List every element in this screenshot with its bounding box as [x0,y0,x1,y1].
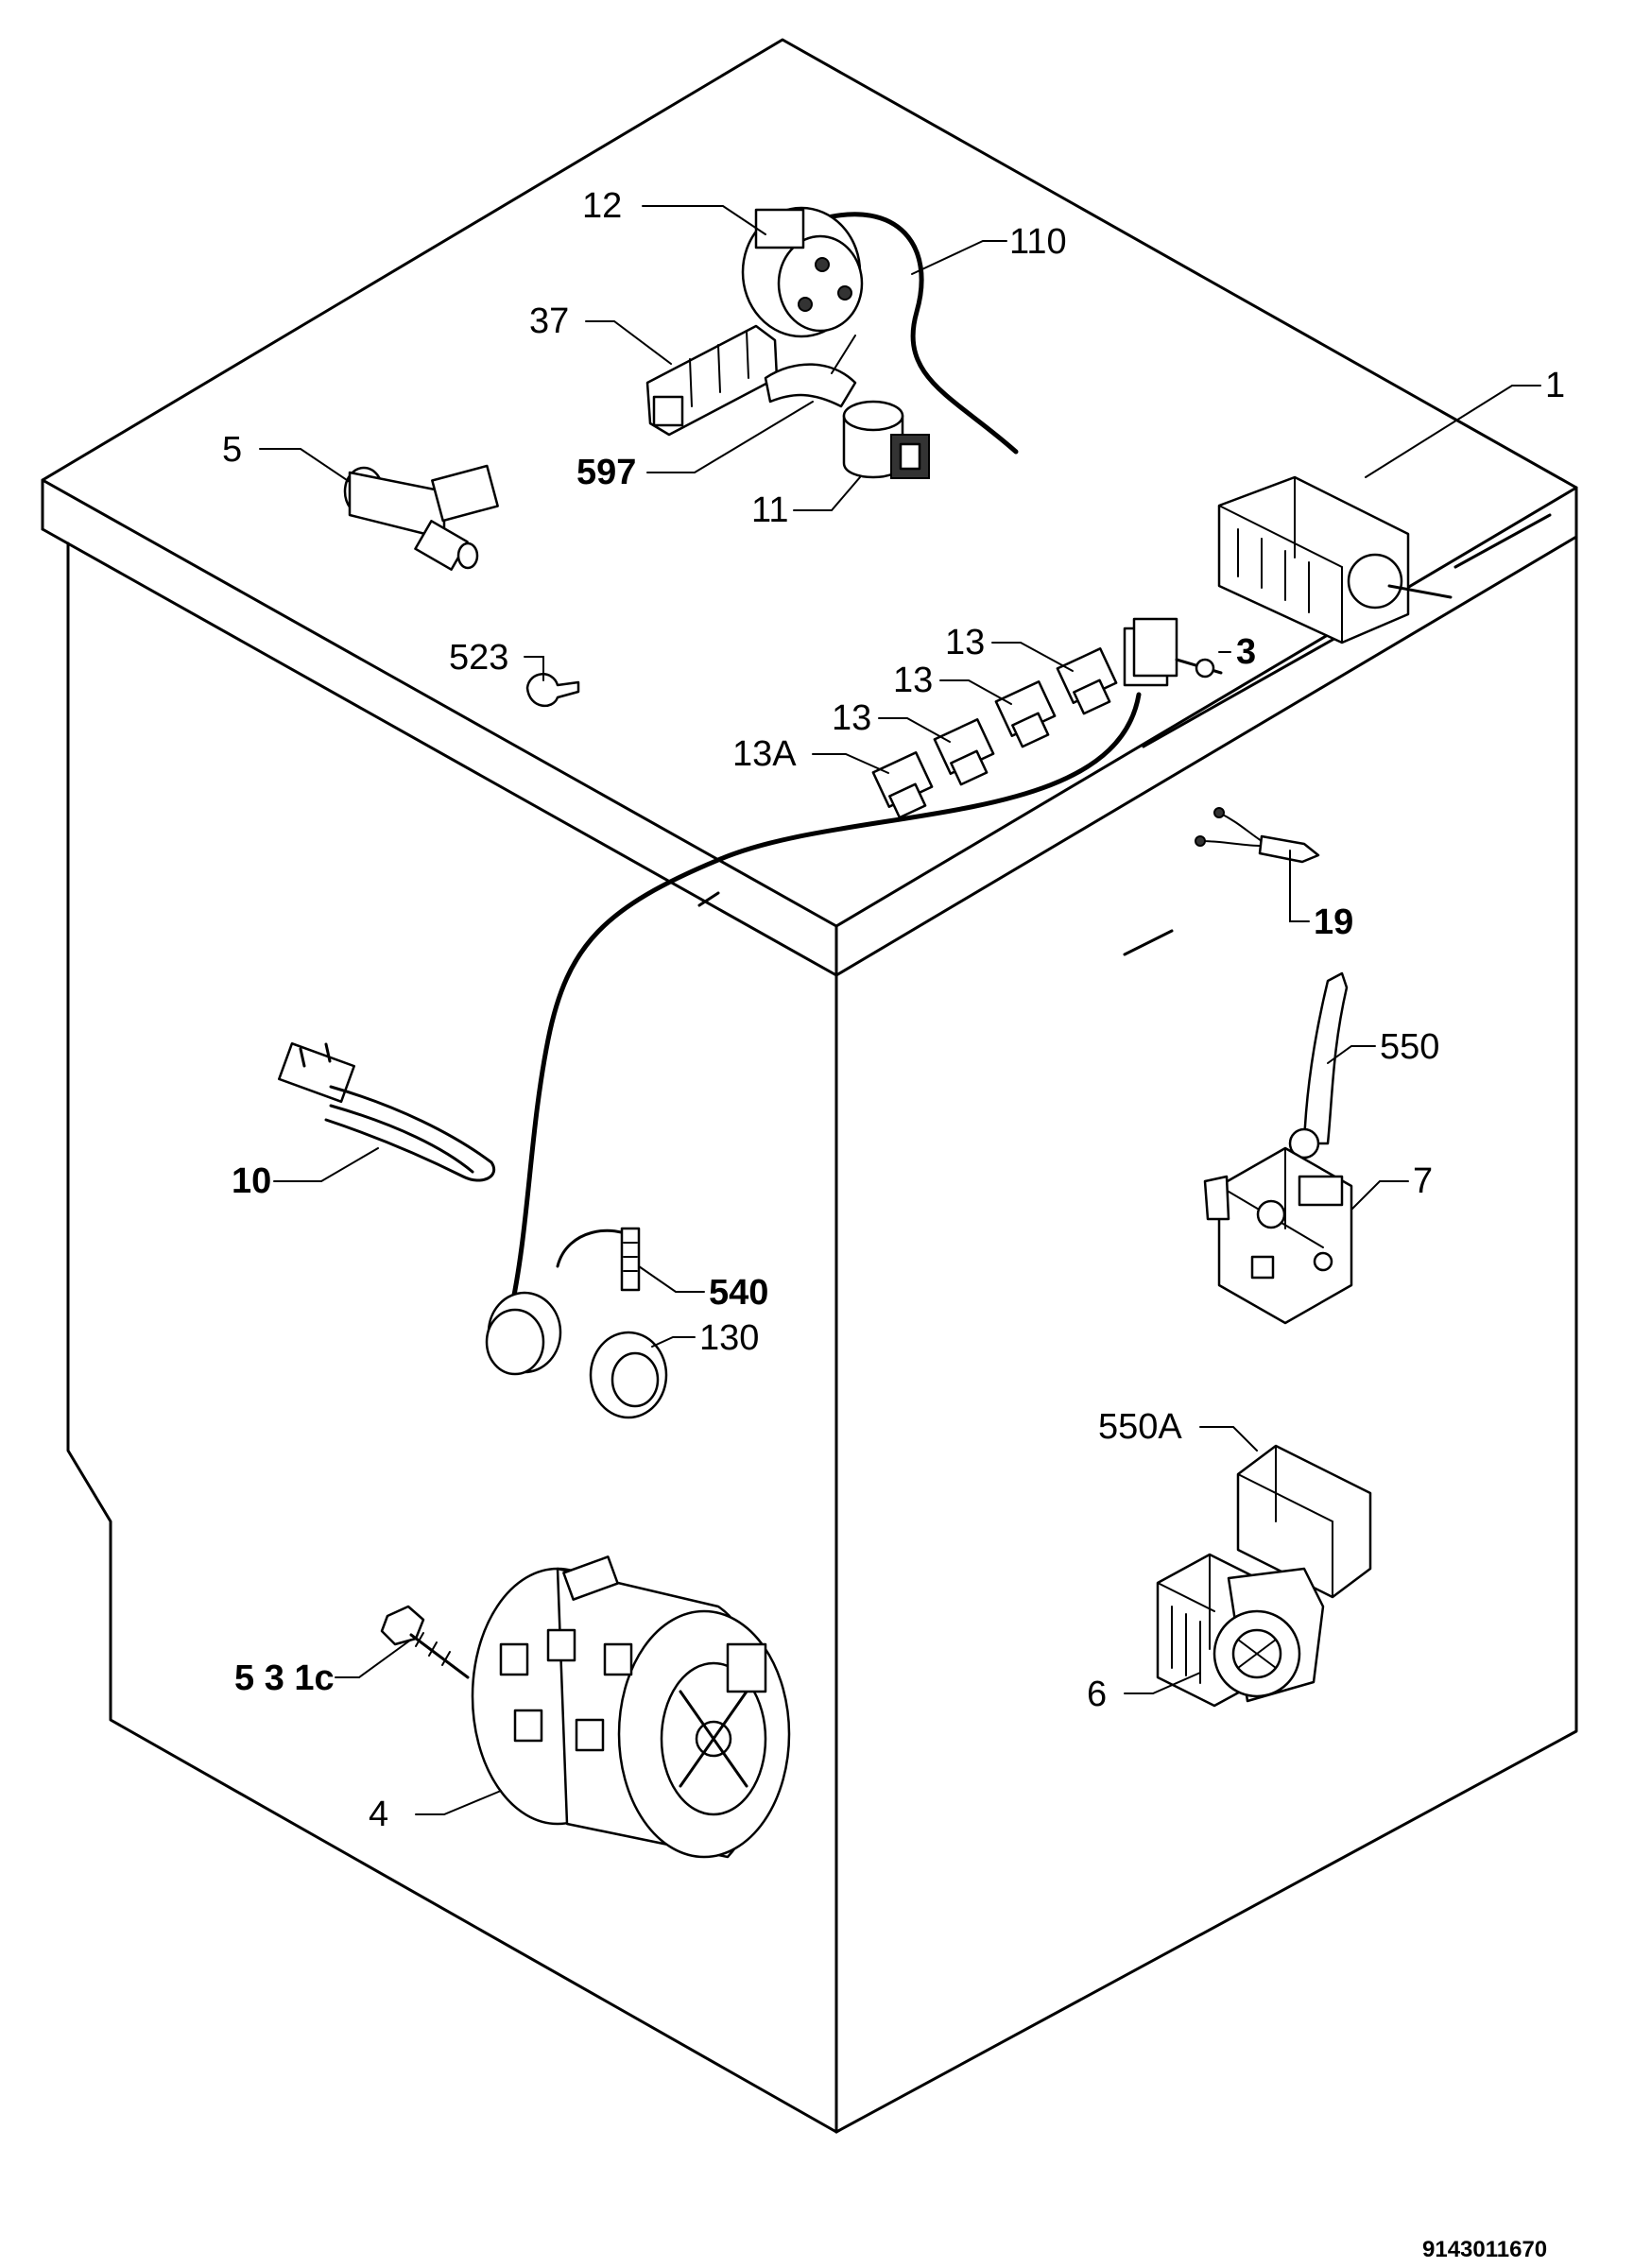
lever-part-550 [1288,971,1349,1160]
label-part-540: 540 [709,1273,768,1313]
label-part-531c: 5 3 1c [234,1658,335,1698]
label-part-4: 4 [369,1795,388,1834]
leader-lines [259,205,1541,1815]
switch-part-3 [1123,617,1223,687]
label-part-6: 6 [1087,1675,1107,1714]
sensor-part-19 [1195,807,1320,864]
grommet-part-130 [589,1331,668,1419]
heating-element-part-10 [278,1041,495,1182]
label-part-7: 7 [1413,1161,1433,1201]
pressure-switch-part-12 [741,206,864,338]
connector-part-13A [871,751,934,819]
label-part-19: 19 [1314,902,1353,942]
drain-pump-part-6 [1156,1553,1325,1708]
label-part-110: 110 [1009,222,1067,262]
motor-part-4 [471,1555,791,1859]
label-part-13-top: 13 [945,623,985,662]
cable-tie-part-540 [556,1227,641,1292]
label-part-523: 523 [449,638,508,678]
clip-part-523 [525,673,580,708]
label-part-13-lower: 13 [832,698,871,738]
label-part-1: 1 [1545,366,1565,405]
cover-part-550A [1236,1444,1372,1599]
label-part-5: 5 [222,430,242,470]
label-part-13A: 13A [732,734,797,774]
grommet-on-cable [485,1291,562,1376]
label-part-10: 10 [232,1161,271,1201]
inlet-valve-part-5 [343,464,499,571]
connector-part-13-lower [933,718,995,786]
label-part-11: 11 [751,490,788,530]
connector-part-13-top [1056,647,1118,715]
door-lock-part-7 [1203,1146,1353,1325]
label-part-13-middle: 13 [893,661,933,700]
label-part-3: 3 [1236,632,1256,672]
label-part-550: 550 [1380,1027,1439,1067]
label-part-37: 37 [529,301,569,341]
connector-part-13-middle [994,680,1057,748]
label-part-12: 12 [582,186,622,226]
terminal-block-part-37 [645,324,779,437]
label-part-550A: 550A [1098,1407,1182,1447]
document-code: 9143011670 [1422,2237,1547,2262]
label-part-597: 597 [576,453,636,492]
label-part-130: 130 [699,1318,759,1358]
cabinet-outline [41,38,1578,2134]
capacitor-part-11 [842,400,930,479]
bolt-part-531c [380,1605,470,1679]
part-labels: 12 110 37 5 597 11 1 3 13 13 13 13A 523 … [222,186,1565,1834]
programme-timer-part-1 [1217,475,1453,644]
bracket-part-597 [764,335,857,408]
